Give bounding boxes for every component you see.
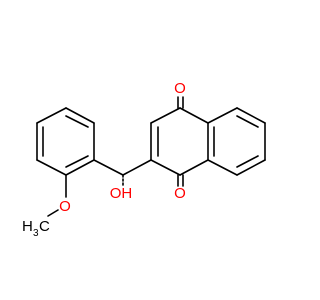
- bond: [47, 209, 59, 217]
- carbinol-linker: [93, 159, 152, 187]
- bond: [236, 115, 259, 128]
- bond: [236, 107, 266, 124]
- hydroxyl-label: OH: [110, 185, 133, 202]
- bond: [150, 107, 181, 124]
- bond: [236, 159, 266, 176]
- methoxy-group: [47, 174, 67, 217]
- methyl-label: H 3 C: [22, 218, 50, 239]
- bond: [65, 155, 89, 168]
- bond: [65, 115, 89, 128]
- methyl-h: H: [22, 218, 33, 235]
- benzo-ring: [207, 107, 266, 176]
- methoxy-oxygen-label: O: [59, 198, 71, 215]
- methyl-subscript: 3: [33, 228, 39, 239]
- bond: [236, 155, 259, 168]
- bond: [122, 159, 152, 176]
- methyl-c: C: [39, 218, 50, 235]
- methoxyphenyl-ring: [36, 107, 95, 176]
- bond: [207, 107, 238, 124]
- bond: [207, 159, 238, 176]
- bond: [150, 159, 181, 176]
- oxygen-label-top: O: [174, 80, 186, 97]
- bond: [179, 107, 209, 124]
- bond: [65, 159, 95, 176]
- oxygen-label-bottom: O: [174, 185, 186, 202]
- bond: [93, 159, 124, 176]
- molecule-diagram: O O OH O H 3 C: [22, 80, 266, 239]
- quinone-ring: [150, 96, 209, 187]
- structure-canvas: O O OH O H 3 C: [22, 80, 266, 239]
- bond: [36, 159, 67, 176]
- bond: [65, 107, 95, 124]
- bond: [36, 107, 67, 124]
- bond: [179, 159, 209, 176]
